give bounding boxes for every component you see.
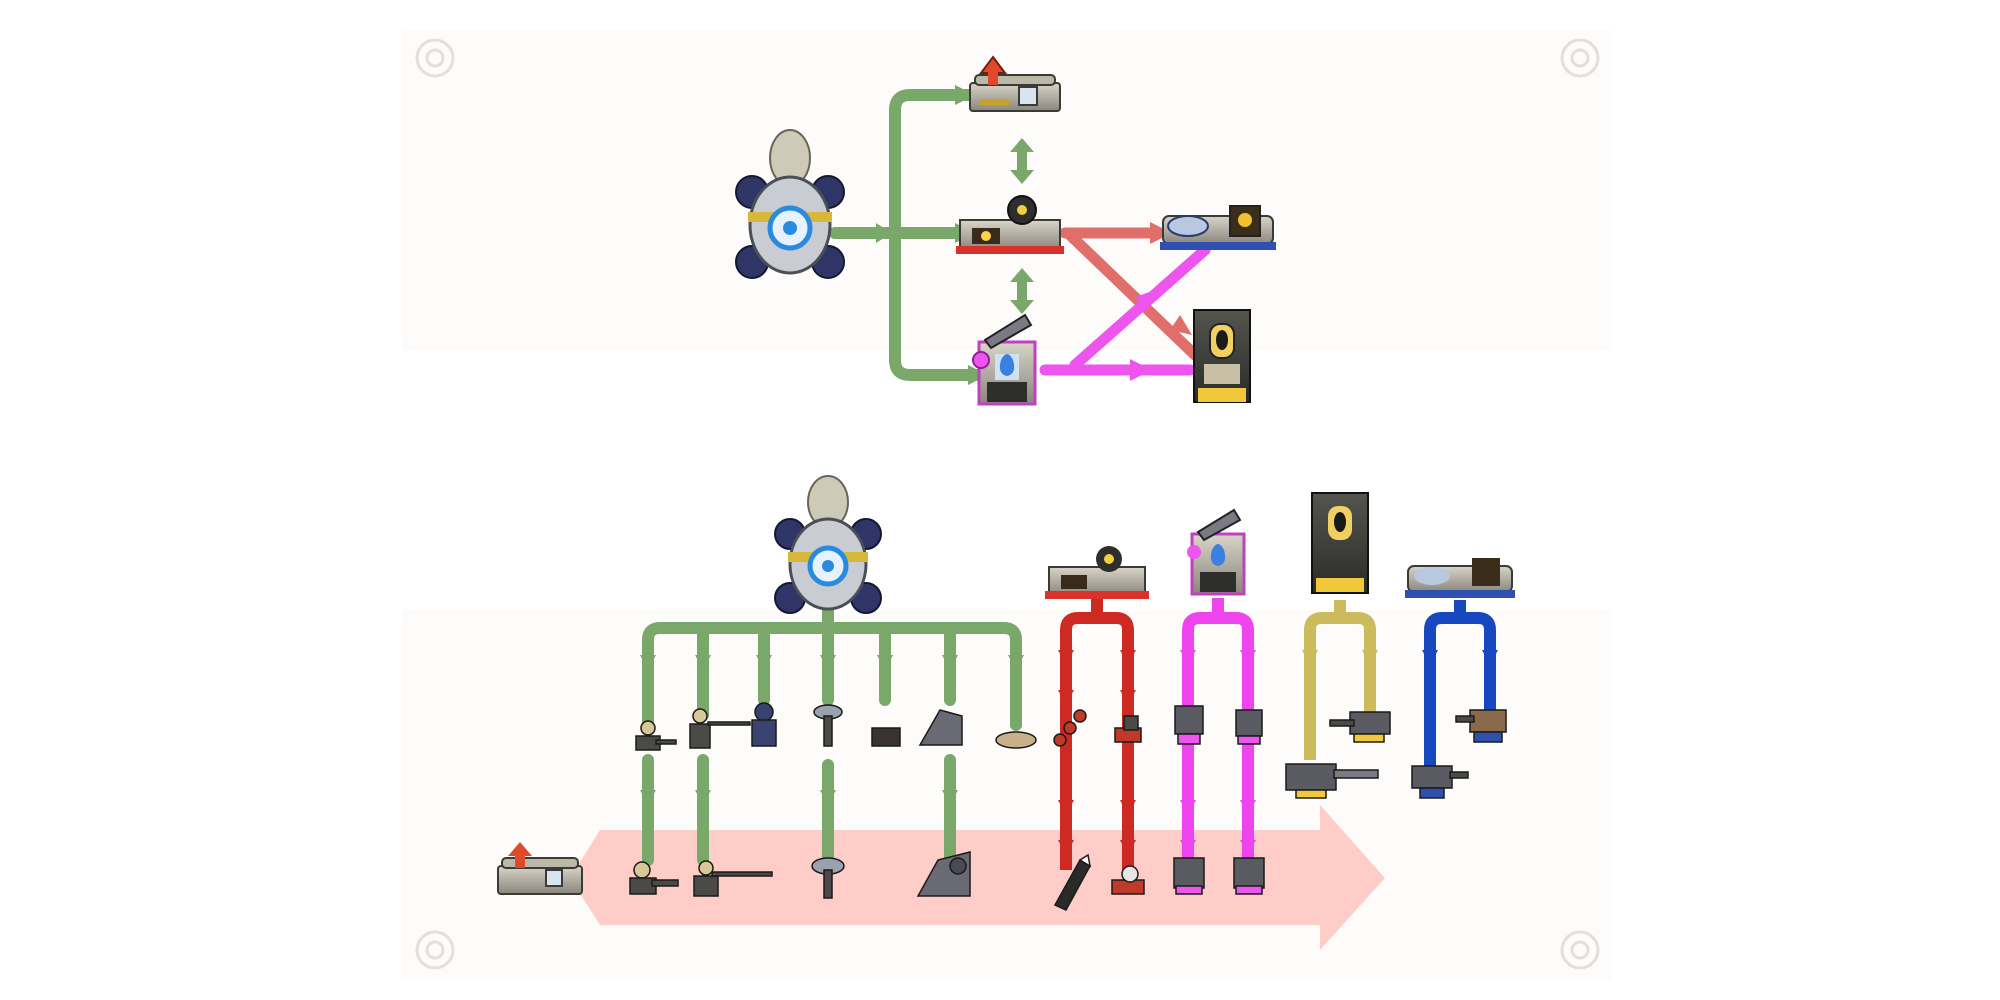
sniper-icon xyxy=(689,708,751,749)
heavy-chem-robot-icon xyxy=(1173,857,1205,895)
heavy-gunner-icon xyxy=(629,861,679,895)
top-green-connectors xyxy=(829,89,986,381)
sandbag-icon xyxy=(995,731,1037,749)
rocket-launcher-icon xyxy=(1114,715,1142,743)
unit-icons xyxy=(629,702,1507,911)
reactor-core-icon xyxy=(774,475,882,614)
chemistry-lab-icon xyxy=(1187,508,1246,596)
yellow-branch-connectors xyxy=(1304,600,1376,760)
gatling-gun-icon xyxy=(1329,711,1391,743)
bear-trooper-icon xyxy=(751,702,777,747)
mortar-icon xyxy=(918,709,963,746)
green-branch-arrowheads xyxy=(640,655,1024,805)
bomb-workshop-icon xyxy=(1045,546,1149,599)
landmine-chain-icon xyxy=(1053,709,1087,747)
heavy-cannon-icon xyxy=(1285,763,1379,799)
rapid-turret-icon xyxy=(1455,709,1507,743)
chem-robot-icon xyxy=(1174,705,1204,745)
blue-branch-connectors xyxy=(1424,600,1496,770)
magenta-branch-connectors xyxy=(1182,598,1254,870)
walker-mech-icon xyxy=(1411,765,1469,799)
yellow-branch-arrowheads xyxy=(1302,650,1378,665)
radar-dish-icon xyxy=(813,704,843,747)
bomb-launcher-icon xyxy=(1111,865,1145,895)
bomb-workshop-icon xyxy=(956,195,1064,254)
red-branch-connectors xyxy=(1060,598,1134,870)
flame-robot-icon xyxy=(1235,709,1263,745)
vehicle-factory-icon xyxy=(1160,205,1276,250)
machine-gunner-icon xyxy=(635,720,677,751)
magenta-branch-arrowheads xyxy=(1180,650,1256,855)
armory-tower-icon xyxy=(1311,492,1369,594)
chemistry-lab-icon xyxy=(972,313,1037,406)
corner-gear-icon xyxy=(415,38,1600,970)
red-branch-arrowheads xyxy=(1058,650,1136,855)
headquarters-building-icon xyxy=(497,842,583,895)
heavy-mortar-icon xyxy=(916,851,971,897)
bidirectional-arrow-icon xyxy=(1010,138,1034,314)
headquarters-building-icon xyxy=(969,55,1061,112)
missile-icon xyxy=(1053,853,1092,911)
armory-tower-icon xyxy=(1193,309,1251,403)
reactor-core-icon xyxy=(735,129,845,279)
top-red-arrowheads xyxy=(1150,222,1192,335)
top-magenta-connectors xyxy=(1039,244,1211,376)
heavy-sniper-icon xyxy=(693,860,773,897)
vehicle-factory-icon xyxy=(1405,558,1515,598)
top-red-connectors xyxy=(1059,227,1201,361)
top-magenta-arrowheads xyxy=(1130,290,1155,381)
tesla-dish-icon xyxy=(811,857,845,899)
heavy-flame-robot-icon xyxy=(1233,857,1265,895)
blue-branch-arrowheads xyxy=(1422,650,1498,665)
supply-crate-icon xyxy=(871,727,901,747)
